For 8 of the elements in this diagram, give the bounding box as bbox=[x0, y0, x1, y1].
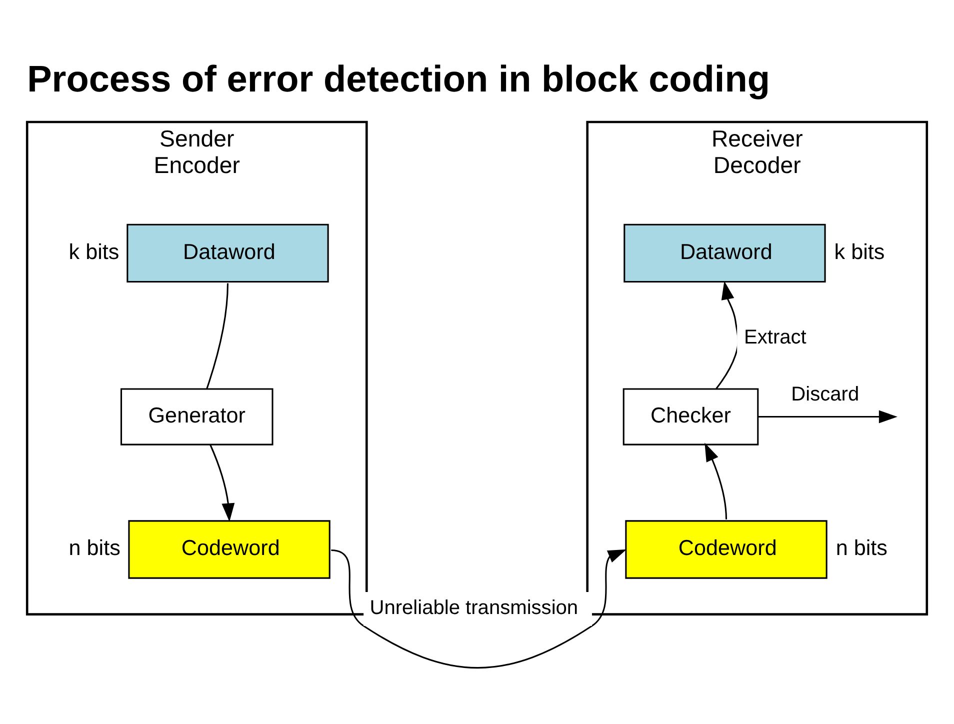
edge-label: Extract bbox=[744, 326, 806, 348]
edge-label: Discard bbox=[791, 382, 860, 405]
node-label: n bits bbox=[836, 534, 888, 560]
node-label: n bits bbox=[68, 534, 120, 560]
node-label: k bits bbox=[834, 238, 885, 264]
edge-label: Unreliable transmission bbox=[370, 596, 578, 619]
diagram-title: Process of error detection in block coding bbox=[27, 56, 770, 99]
node-label: k bits bbox=[68, 238, 120, 264]
